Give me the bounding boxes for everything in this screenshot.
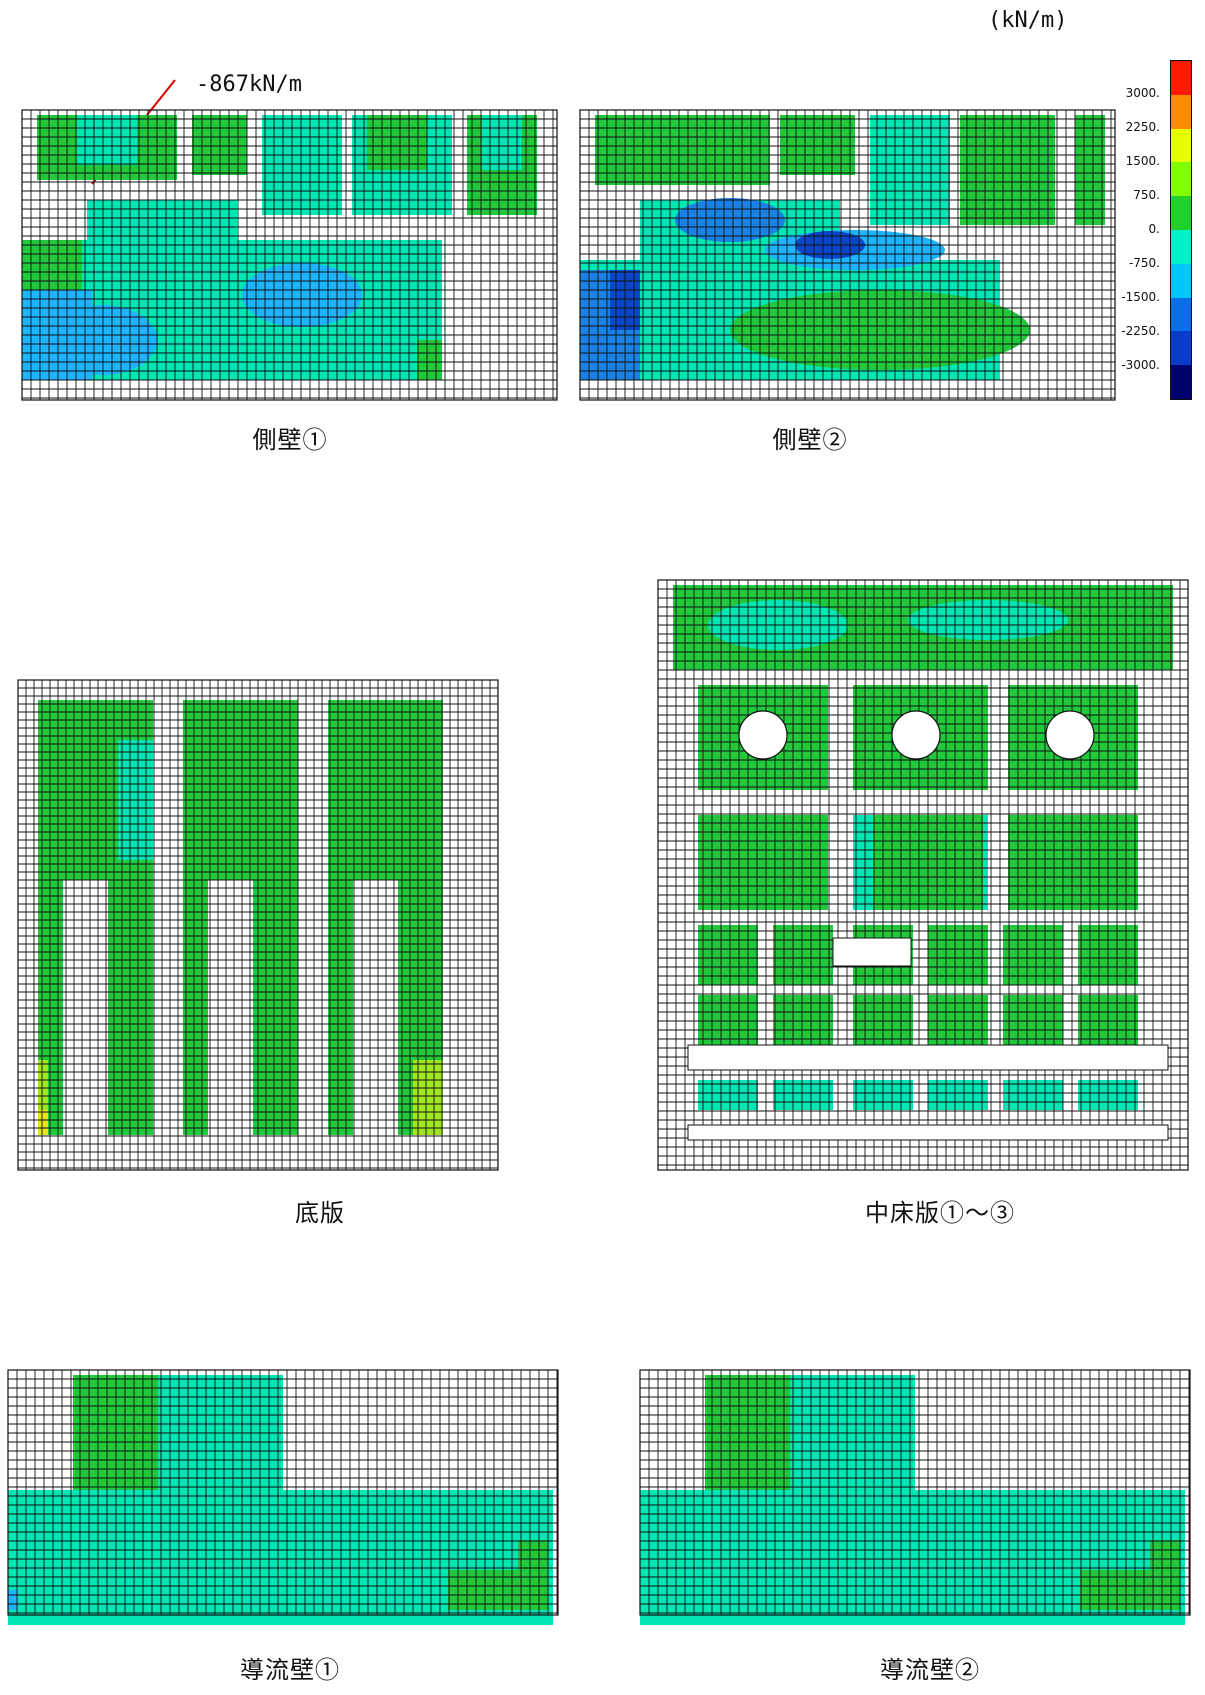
legend-swatch [1171,94,1191,129]
contour-region [22,240,82,290]
contour-region [773,925,833,985]
fe-mesh [657,579,1189,1171]
legend-swatch [1171,297,1191,332]
legend-swatch [1171,229,1191,264]
contour-region [253,880,298,1135]
legend-swatch [1171,365,1191,399]
contour-region [773,1080,833,1110]
contour-region [928,995,988,1050]
contour-region [73,1375,158,1495]
caption-guide-wall-2: 導流壁② [880,1656,980,1684]
slab-opening [1045,710,1095,760]
contour-region [417,340,442,380]
contour-region [698,1080,758,1110]
contour-region [482,115,522,170]
legend-swatch [1171,61,1191,95]
caption-middle-slab: 中床版①～③ [865,1199,1015,1227]
legend-tick-label: -3000. [1121,358,1160,372]
middle-slab-contour [657,579,1189,1171]
contour-region [698,815,828,910]
slab-opening [687,1044,1169,1071]
side-wall-2-contour [579,109,1116,401]
contour-region [87,200,237,240]
contour-region [47,305,157,375]
contour-region [705,1375,790,1495]
caption-guide-wall-1: 導流壁① [240,1656,340,1684]
min-value-annotation: -867kN/m [196,72,302,97]
contour-region [242,263,362,327]
fe-mesh [7,1369,559,1616]
contour-region [675,198,785,242]
contour-region [1003,925,1063,985]
slab-opening [687,1124,1169,1141]
guide-wall-2-contour [639,1369,1191,1625]
contour-region [908,600,1068,640]
contour-region [367,115,427,170]
contour-region [38,1110,48,1135]
contour-region [183,880,208,1135]
caption-side-wall-2: 側壁② [772,426,848,454]
contour-region [192,115,247,175]
fe-mesh [17,679,499,1171]
contour-region [183,700,298,880]
contour-region [773,995,833,1050]
contour-region [1008,815,1138,910]
caption-side-wall-1: 側壁① [252,426,328,454]
fe-mesh [639,1369,1191,1616]
legend-tick-label: -2250. [1121,324,1160,338]
contour-region [38,1060,48,1135]
legend-swatch [1171,196,1191,230]
contour-region [1003,995,1063,1050]
contour-region [108,880,153,1135]
side-wall-1-contour [21,109,558,401]
slab-opening [891,710,941,760]
contour-region [328,880,353,1135]
legend-tick-label: -750. [1128,256,1160,270]
legend-tick-label: 1500. [1125,154,1160,168]
contour-region [1003,1080,1063,1110]
contour-region [780,115,855,175]
contour-region [928,925,988,985]
slab-opening [738,710,788,760]
contour-region [328,700,443,880]
color-legend-bar [1170,60,1192,400]
guide-wall-1-contour [7,1369,559,1625]
legend-swatch [1171,263,1191,298]
contour-region [518,1540,548,1610]
contour-region [262,115,342,215]
legend-swatch [1171,162,1191,197]
fe-mesh [21,109,558,401]
slab-opening [832,937,912,967]
fe-mesh [579,109,1116,401]
legend-swatch [1171,128,1191,163]
caption-bottom-slab: 底版 [295,1199,345,1227]
legend-tick-label: 750. [1133,188,1160,202]
contour-region [595,115,770,185]
legend-tick-label: 2250. [1125,120,1160,134]
contour-region [8,1590,18,1610]
unit-label: (kN/m) [988,8,1068,33]
legend-tick-label: -1500. [1121,290,1160,304]
contour-region [928,1080,988,1110]
legend-tick-label: 3000. [1125,86,1160,100]
contour-region [870,115,950,225]
legend-tick-label: 0. [1148,222,1160,236]
bottom-slab-contour [17,679,499,1171]
contour-region [960,115,1055,225]
contour-region [413,1060,443,1135]
contour-region [77,115,137,165]
legend-swatch [1171,331,1191,366]
contour-region [1075,115,1105,225]
contour-region [1150,1540,1180,1610]
